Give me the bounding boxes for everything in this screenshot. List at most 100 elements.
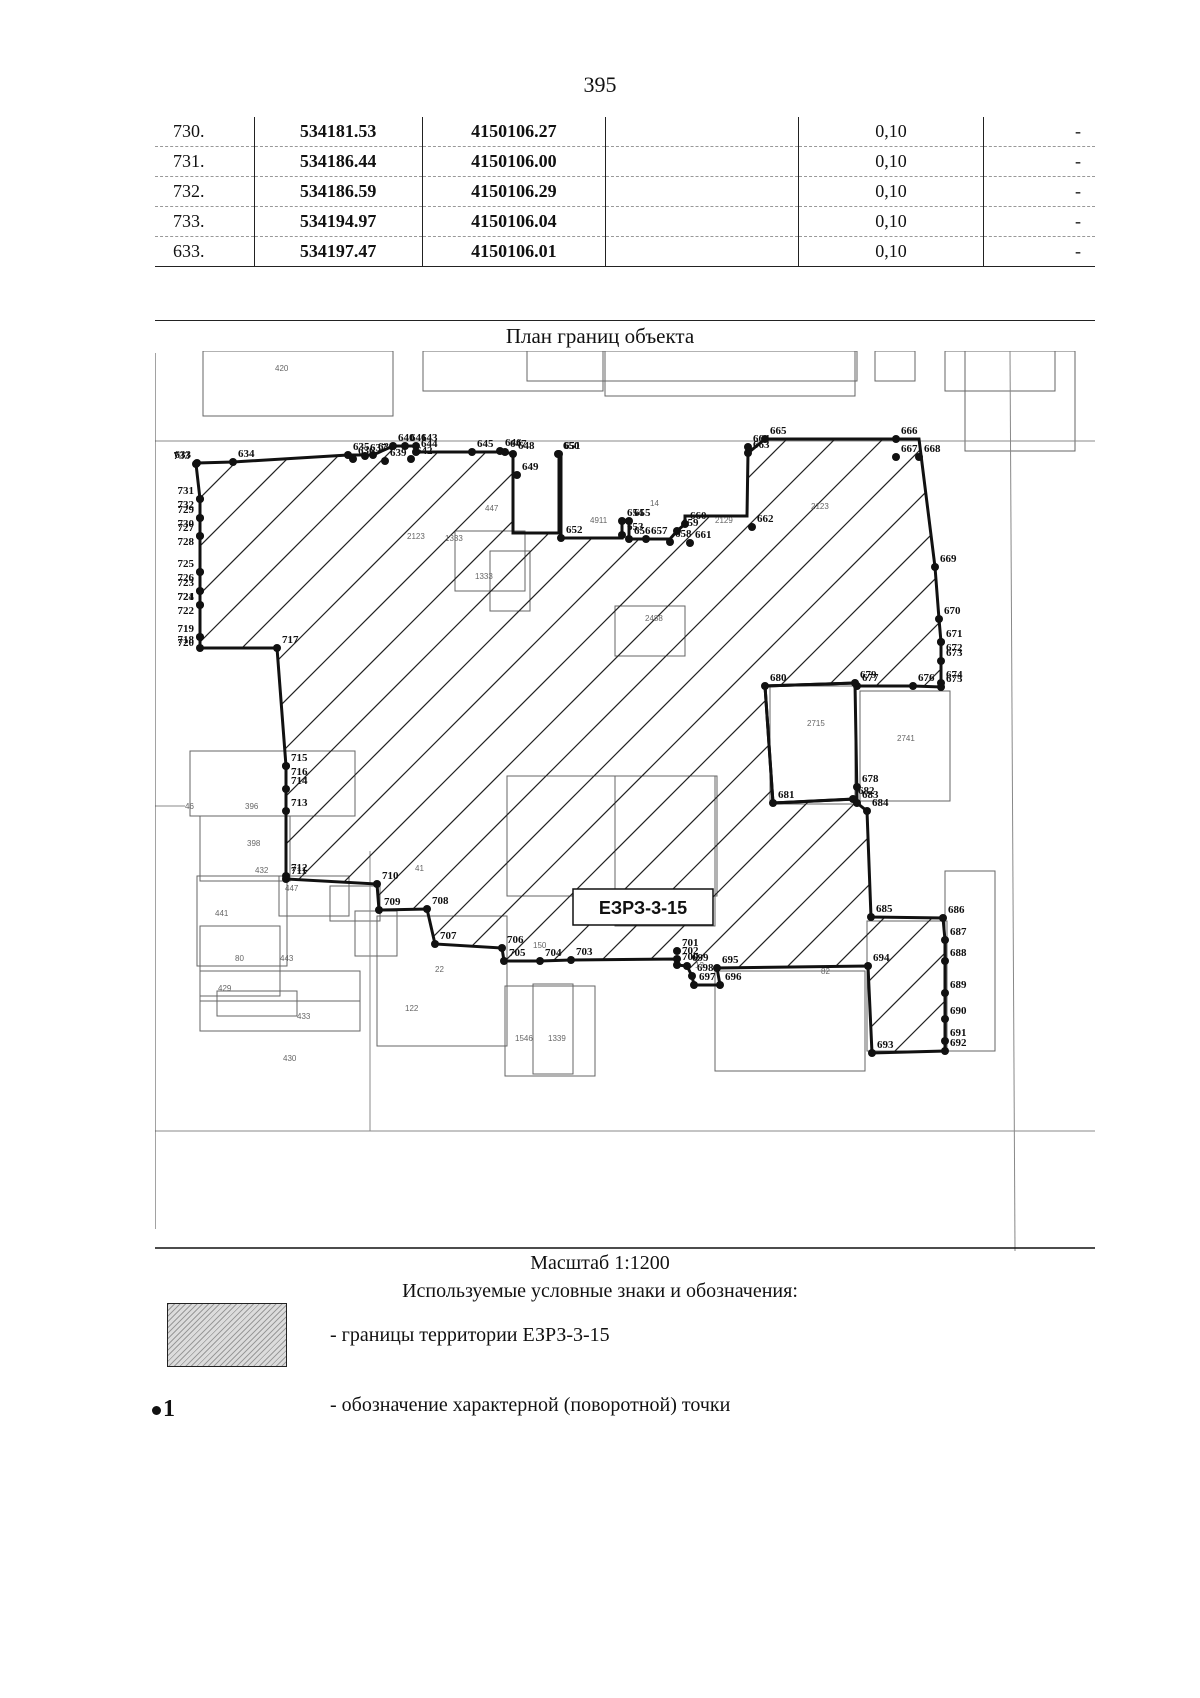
x-coordinate-cell: 534197.47 xyxy=(254,236,423,267)
point-label: 719 xyxy=(178,623,195,635)
parcel-outline xyxy=(216,990,298,1017)
boundary-point xyxy=(673,527,681,535)
parcel-number: 82 xyxy=(821,967,830,976)
point-label: 718 xyxy=(178,634,195,646)
point-label: 666 xyxy=(901,425,918,437)
y-coordinate-cell: 4150106.04 xyxy=(422,206,606,237)
parcel-outline xyxy=(422,351,604,392)
point-label: 656 xyxy=(634,525,651,537)
parcel-outline xyxy=(874,351,916,382)
parcel-outline xyxy=(859,690,951,802)
boundary-point xyxy=(625,535,633,543)
point-label: 682 xyxy=(858,785,875,797)
point-label: 654 xyxy=(627,507,644,519)
hatch-line xyxy=(310,439,945,1053)
boundary-point xyxy=(939,914,947,922)
boundary-point xyxy=(618,531,626,539)
boundary-point xyxy=(282,872,290,880)
boundary-point xyxy=(915,453,923,461)
point-index-cell: 633. xyxy=(155,236,255,267)
boundary-point xyxy=(941,957,949,965)
parcel-outline xyxy=(489,550,531,612)
boundary-point xyxy=(567,956,575,964)
parcel-number: 430 xyxy=(283,1054,297,1063)
boundary-point xyxy=(361,452,369,460)
point-label: 686 xyxy=(948,904,965,916)
point-label: 708 xyxy=(432,895,449,907)
point-label: 712 xyxy=(291,862,308,874)
point-label: 657 xyxy=(651,525,668,537)
plan-title: План границ объекта xyxy=(505,324,695,348)
parcel-number: 2129 xyxy=(715,516,733,525)
point-label: 664 xyxy=(753,433,770,445)
point-label: 706 xyxy=(507,934,524,946)
point-label: 646 xyxy=(505,437,522,449)
parcel-outline xyxy=(504,985,596,1077)
parcel-outline xyxy=(376,915,508,1047)
parcel-number: 2123 xyxy=(811,502,829,511)
boundary-point xyxy=(642,535,650,543)
parcel-number: 150 xyxy=(533,941,547,950)
point-label: 642 xyxy=(416,445,433,457)
hatch-line xyxy=(196,439,945,1053)
boundary-point xyxy=(500,957,508,965)
boundary-point xyxy=(867,913,875,921)
boundary-point xyxy=(557,534,565,542)
point-label: 710 xyxy=(382,870,399,882)
parcel-number: 398 xyxy=(247,839,261,848)
point-label: 724 xyxy=(178,591,195,603)
point-label: 668 xyxy=(924,443,941,455)
hatch-line xyxy=(196,439,945,1053)
point-label: 683 xyxy=(862,789,879,801)
parcel-number: 443 xyxy=(280,954,294,963)
accuracy-cell: 0,10 xyxy=(798,117,984,147)
point-label: 674 xyxy=(946,669,963,681)
point-label: 672 xyxy=(946,642,963,654)
note-cell: - xyxy=(983,176,1095,207)
boundary-point xyxy=(713,964,721,972)
boundary-point xyxy=(892,453,900,461)
parcel-number: 447 xyxy=(485,504,499,513)
boundary-point xyxy=(941,1047,949,1055)
note-cell: - xyxy=(983,206,1095,237)
point-label: 685 xyxy=(876,903,893,915)
point-label: 707 xyxy=(440,930,457,942)
note-cell: - xyxy=(983,236,1095,267)
boundary-point xyxy=(681,520,689,528)
hatch-line xyxy=(196,439,396,1053)
boundary-point xyxy=(673,955,681,963)
parcel-number: 2488 xyxy=(645,614,663,623)
point-label: 643 xyxy=(421,432,438,444)
point-label: 655 xyxy=(634,507,651,519)
parcel-outline xyxy=(964,351,1076,452)
point-label: 723 xyxy=(178,577,195,589)
parcel-outline xyxy=(714,970,866,1072)
boundary-point xyxy=(468,448,476,456)
parcel-outline xyxy=(944,351,1056,392)
boundary-point xyxy=(868,1049,876,1057)
legend-hatch-text: - границы территории ЕЗРЗ-3-15 xyxy=(330,1324,610,1346)
legend-heading: Используемые условные знаки и обозначени… xyxy=(402,1280,798,1302)
boundary-point xyxy=(748,523,756,531)
point-label: 670 xyxy=(944,605,961,617)
point-label: 727 xyxy=(178,522,195,534)
point-label: 651 xyxy=(564,440,581,452)
point-label: 638 xyxy=(378,441,395,453)
point-label: 731 xyxy=(178,485,195,497)
parcel-number: 14 xyxy=(650,499,659,508)
y-coordinate-cell: 4150106.29 xyxy=(422,176,606,207)
parcel-number: 12 xyxy=(695,961,704,970)
point-label: 699 xyxy=(692,952,709,964)
point-index-cell: 731. xyxy=(155,146,255,177)
point-label: 691 xyxy=(950,1027,967,1039)
point-label: 689 xyxy=(950,979,967,991)
boundary-point xyxy=(229,458,237,466)
boundary-point xyxy=(375,906,383,914)
point-label: 652 xyxy=(566,524,583,536)
boundary-point xyxy=(412,442,420,450)
boundary-point xyxy=(769,799,777,807)
parcel-outline xyxy=(196,875,288,967)
boundary-point xyxy=(369,451,377,459)
